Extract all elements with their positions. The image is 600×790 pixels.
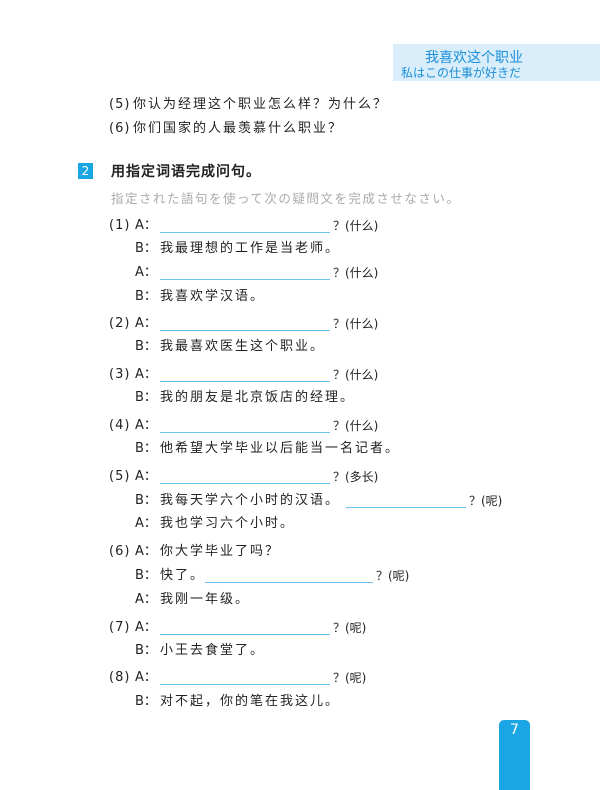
dialogue-text: 我刚一年级。	[160, 592, 251, 607]
answer-blank[interactable]	[160, 330, 330, 331]
hint-word: ？(呢)	[469, 494, 503, 508]
answer-blank[interactable]	[160, 232, 330, 233]
dialogue-text: 你大学毕业了吗？	[160, 544, 281, 559]
speaker-label: A：	[135, 670, 157, 685]
hint-word: ？(什么)	[333, 266, 379, 280]
hint-word: ？(什么)	[333, 317, 379, 331]
dialogue-text: 我喜欢学汉语。	[160, 289, 266, 304]
section-title: 用指定词语完成问句。	[111, 164, 261, 180]
speaker-label: A：	[135, 544, 157, 559]
item-number: (2)	[109, 316, 131, 331]
speaker-label: B：	[135, 289, 157, 304]
item-number: (3)	[109, 367, 131, 382]
dialogue-text: 快了。	[160, 568, 206, 583]
dialogue-text: 我的朋友是北京饭店的经理。	[160, 390, 356, 405]
hint-word: ？(什么)	[333, 419, 379, 433]
answer-blank[interactable]	[160, 483, 330, 484]
speaker-label: B：	[135, 390, 157, 405]
hint-word: ？(呢)	[376, 569, 410, 583]
dialogue-text: 我每天学六个小时的汉语。	[160, 493, 341, 508]
item-number: (8)	[109, 670, 131, 685]
speaker-label: B：	[135, 241, 157, 256]
item-number: (6)	[109, 544, 131, 559]
section-subtitle-jp: 指定された語句を使って次の疑問文を完成させなさい。	[111, 191, 461, 206]
hint-word: ？(多长)	[333, 470, 379, 484]
dialogue-text: 对不起，你的笔在我这儿。	[160, 694, 341, 709]
dialogue-text: 我也学习六个小时。	[160, 516, 296, 531]
page-number: 7	[499, 720, 530, 790]
speaker-label: A：	[135, 592, 157, 607]
chapter-header: 我喜欢这个职业 私はこの仕事が好きだ	[393, 44, 600, 81]
chapter-title-jp: 私はこの仕事が好きだ	[401, 66, 522, 80]
speaker-label: B：	[135, 694, 157, 709]
speaker-label: B：	[135, 339, 157, 354]
item-number: (1)	[109, 218, 131, 233]
item-number: (7)	[109, 620, 131, 635]
answer-blank[interactable]	[160, 432, 330, 433]
item-number: (5)	[109, 469, 131, 484]
answer-blank[interactable]	[160, 279, 330, 280]
dialogue-text: 他希望大学毕业以后能当一名记者。	[160, 441, 401, 456]
hint-word: ？(呢)	[333, 621, 367, 635]
speaker-label: A：	[135, 516, 157, 531]
question-number: (6)	[109, 121, 131, 136]
item-number: (4)	[109, 418, 131, 433]
chapter-title-cn: 我喜欢这个职业	[425, 50, 523, 66]
dialogue-text: 小王去食堂了。	[160, 643, 266, 658]
speaker-label: B：	[135, 441, 157, 456]
answer-blank[interactable]	[205, 582, 373, 583]
hint-word: ？(呢)	[333, 671, 367, 685]
dialogue-text: 我最喜欢医生这个职业。	[160, 339, 326, 354]
dialogue-text: 我最理想的工作是当老师。	[160, 241, 341, 256]
speaker-label: B：	[135, 493, 157, 508]
speaker-label: A：	[135, 218, 157, 233]
answer-blank[interactable]	[346, 507, 466, 508]
hint-word: ？(什么)	[333, 368, 379, 382]
section-number-badge: 2	[78, 163, 93, 179]
speaker-label: A：	[135, 469, 157, 484]
hint-word: ？(什么)	[333, 219, 379, 233]
speaker-label: B：	[135, 568, 157, 583]
speaker-label: A：	[135, 367, 157, 382]
speaker-label: B：	[135, 643, 157, 658]
question-text: 你们国家的人最羡慕什么职业？	[133, 121, 344, 136]
speaker-label: A：	[135, 620, 157, 635]
speaker-label: A：	[135, 265, 157, 280]
answer-blank[interactable]	[160, 381, 330, 382]
answer-blank[interactable]	[160, 634, 330, 635]
speaker-label: A：	[135, 316, 157, 331]
answer-blank[interactable]	[160, 684, 330, 685]
question-text: 你认为经理这个职业怎么样？为什么？	[133, 97, 389, 112]
question-number: (5)	[109, 97, 131, 112]
speaker-label: A：	[135, 418, 157, 433]
